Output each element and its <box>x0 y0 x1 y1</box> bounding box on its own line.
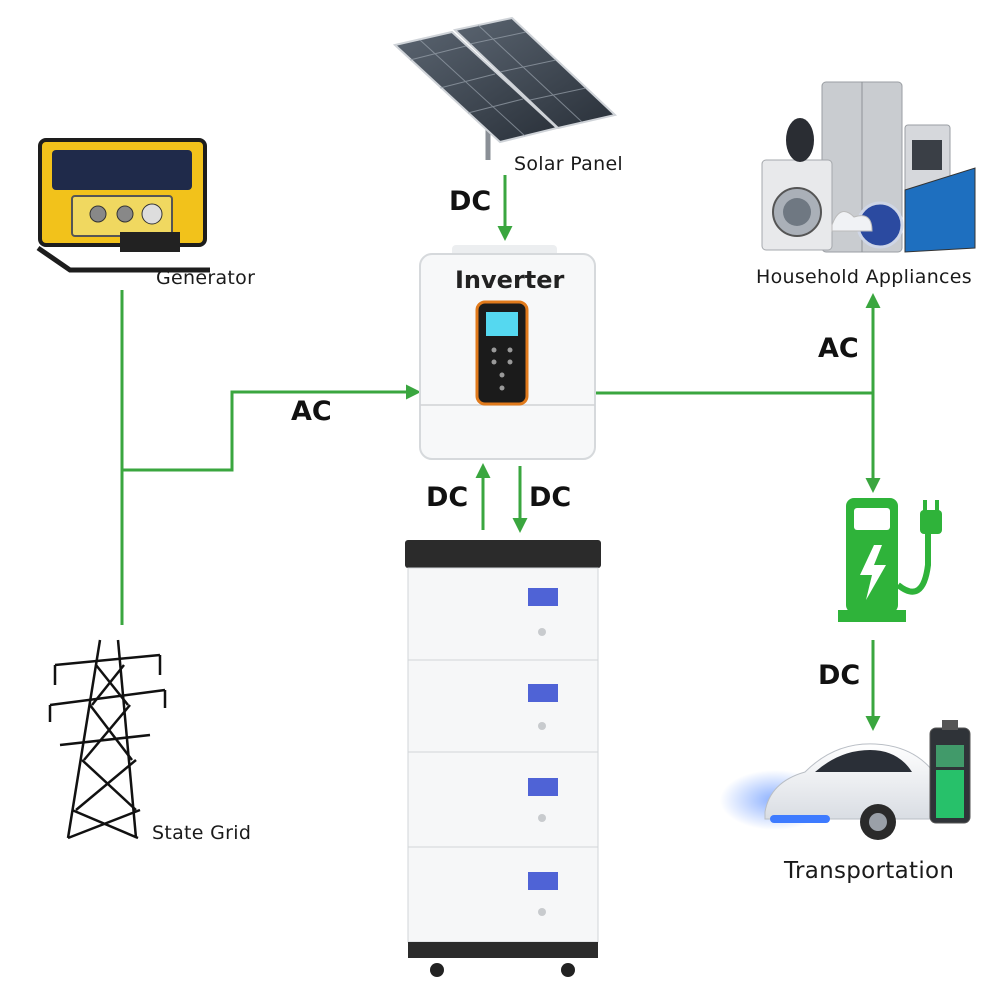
household-appliances-image <box>761 81 976 253</box>
solar-panel-image <box>392 16 618 160</box>
inverter-label: Inverter <box>455 266 565 294</box>
grid-to-inverter-line <box>122 384 421 472</box>
battery-module <box>407 751 599 848</box>
electric-car-image <box>720 720 971 840</box>
solar-panel-label: Solar Panel <box>514 153 624 175</box>
grid-flow-label: AC <box>291 396 332 427</box>
solar-flow-label: DC <box>449 186 492 217</box>
battery-up-flow-label: DC <box>426 482 469 513</box>
battery-module <box>407 567 599 661</box>
transportation-label: Transportation <box>784 858 955 884</box>
ev-charger-icon <box>838 498 942 622</box>
generator-image <box>36 138 210 273</box>
inverter-image <box>419 245 596 460</box>
connector-lines <box>120 175 881 731</box>
appliances-flow-label: AC <box>818 333 859 364</box>
battery-down-flow-label: DC <box>529 482 572 513</box>
household-appliances-label: Household Appliances <box>756 266 972 288</box>
battery-module <box>407 659 599 753</box>
car-flow-label: DC <box>818 660 861 691</box>
generator-label: Generator <box>156 267 256 289</box>
battery-module <box>407 846 599 943</box>
battery-stack-image <box>405 540 601 977</box>
state-grid-tower-image <box>48 639 167 840</box>
state-grid-label: State Grid <box>152 822 252 844</box>
